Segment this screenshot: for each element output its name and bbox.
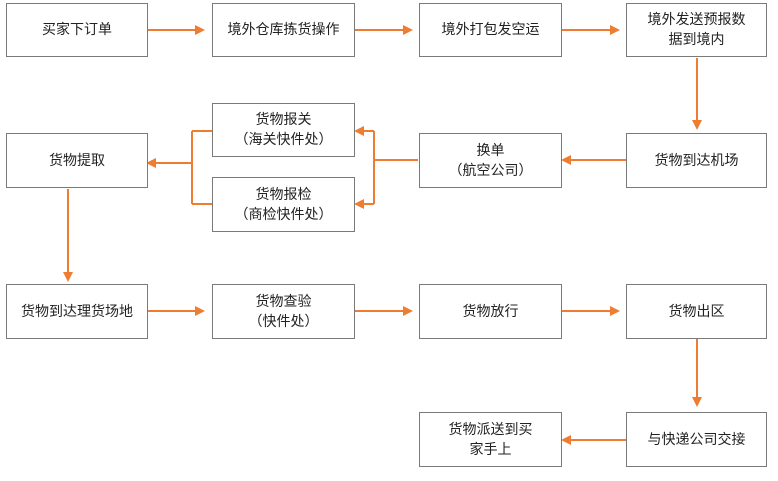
step-release-label: 货物放行 (462, 303, 519, 320)
step-customs-line2: （海关快件处） (234, 132, 333, 148)
step-order-label: 买家下订单 (42, 22, 112, 38)
step-customs: 货物报关 （海关快件处） (212, 103, 355, 157)
step-arrive-airport: 货物到达机场 (626, 133, 767, 188)
step-order: 买家下订单 (6, 3, 148, 57)
step-pre-report-line1: 境外发送预报数 (647, 12, 746, 28)
step-warehouse: 境外仓库拣货操作 (212, 3, 355, 57)
step-check-line1: 货物查验 (255, 293, 312, 310)
step-pre-report: 境外发送预报数 据到境内 (626, 3, 767, 57)
step-handover: 与快递公司交接 (626, 412, 767, 467)
step-deliver: 货物派送到买 家手上 (419, 412, 562, 467)
step-arrive-site-label: 货物到达理货场地 (21, 303, 133, 320)
step-handover-label: 与快递公司交接 (647, 431, 746, 448)
step-deliver-line1: 货物派送到买 (448, 421, 533, 438)
step-pickup-label: 货物提取 (49, 152, 105, 169)
step-pack-ship-label: 境外打包发空运 (441, 22, 540, 38)
step-exit-zone: 货物出区 (626, 284, 767, 339)
step-exit-zone-label: 货物出区 (668, 303, 725, 320)
step-check: 货物查验 （快件处） (212, 284, 355, 339)
step-swap-doc-line2: （航空公司） (448, 162, 533, 179)
step-pickup: 货物提取 (6, 133, 148, 188)
step-customs-line1: 货物报关 (255, 112, 312, 128)
step-release: 货物放行 (419, 284, 562, 339)
step-check-line2: （快件处） (248, 313, 319, 330)
step-pack-ship: 境外打包发空运 (419, 3, 562, 57)
step-inspection: 货物报检 （商检快件处） (212, 177, 355, 232)
step-pre-report-line2: 据到境内 (668, 32, 725, 48)
step-inspection-line2: （商检快件处） (234, 206, 333, 223)
step-arrive-airport-label: 货物到达机场 (654, 152, 739, 169)
step-arrive-site: 货物到达理货场地 (6, 284, 148, 339)
step-inspection-line1: 货物报检 (255, 186, 312, 203)
step-swap-doc-line1: 换单 (476, 142, 505, 159)
step-swap-doc: 换单 （航空公司） (419, 133, 562, 188)
step-warehouse-label: 境外仓库拣货操作 (227, 22, 340, 38)
step-deliver-line2: 家手上 (469, 441, 512, 458)
